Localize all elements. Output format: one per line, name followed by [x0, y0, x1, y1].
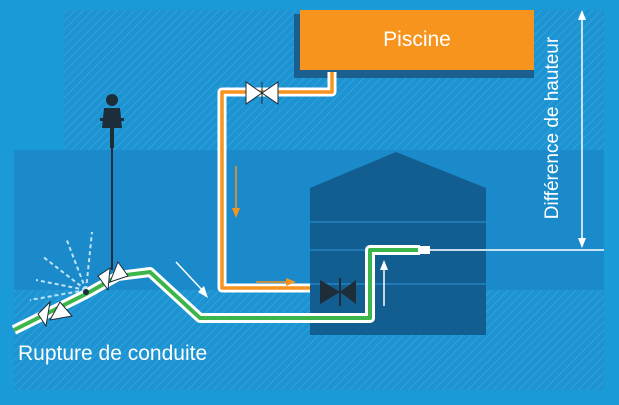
rupture-point: [83, 289, 89, 295]
flow-arrow-icon: [232, 166, 240, 218]
flow-arrow-icon: [380, 260, 388, 306]
pipe-outlet: [418, 246, 430, 254]
flow-arrow-icon: [175, 261, 208, 298]
pool-label: Piscine: [383, 28, 451, 51]
reservoir: [310, 152, 486, 335]
reservoir-pipe: [310, 248, 420, 320]
water-spray-icon: [29, 231, 93, 301]
ground-band: [14, 150, 604, 290]
height-arrow-up-icon: [578, 10, 586, 20]
gate-valve-icon: [97, 260, 129, 292]
gate-valve-icon: [245, 81, 279, 105]
height-arrow-down-icon: [578, 238, 586, 248]
pool: [300, 10, 534, 70]
pipe-rupture-label: Rupture de conduite: [18, 342, 208, 365]
lower-hatched-area: [14, 290, 604, 390]
green-pipe: [13, 270, 320, 332]
flow-arrow-icon: [256, 278, 296, 286]
gate-valve-icon: [37, 300, 73, 328]
orange-pipe: [220, 72, 334, 290]
height-difference-label: Différence de hauteur: [542, 36, 563, 220]
person-operating-valve-icon: [100, 94, 124, 270]
check-valve-icon: [320, 278, 356, 306]
